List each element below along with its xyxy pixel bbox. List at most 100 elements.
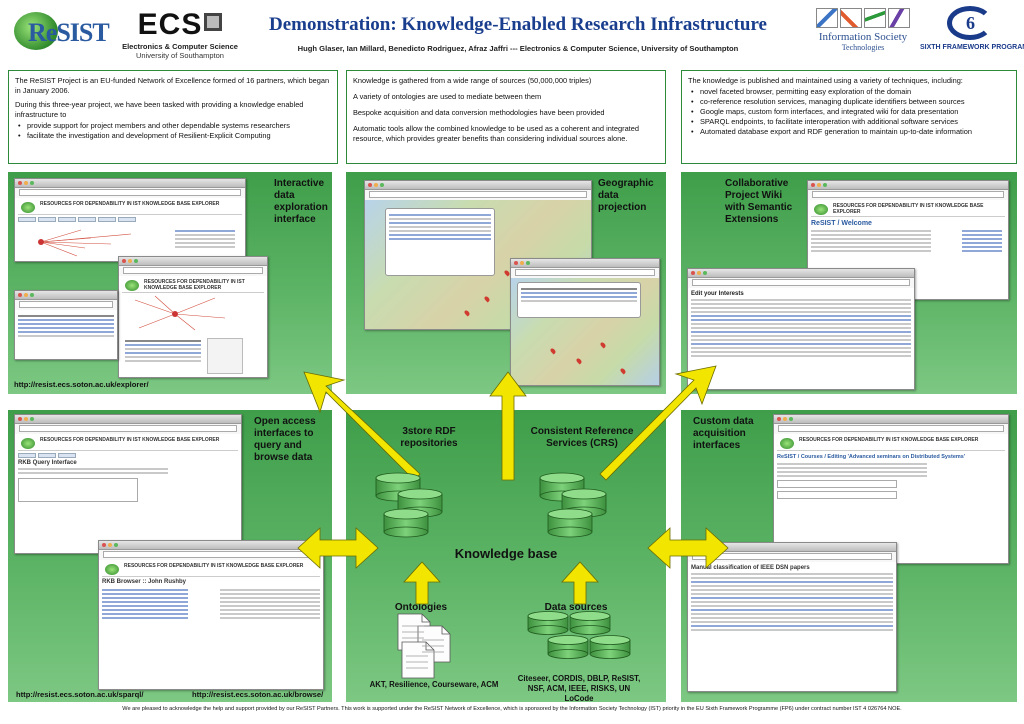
panel-query: RESOURCES FOR DEPENDABILITY IN IST KNOWL…	[8, 410, 332, 702]
intro-publishing-list: novel faceted browser, permitting easy e…	[688, 87, 1010, 137]
wiki-page-title: ReSIST / Welcome	[811, 220, 872, 227]
intro-knowledge-p2: A variety of ontologies are used to medi…	[353, 92, 542, 101]
courses-window[interactable]: RESOURCES FOR DEPENDABILITY IN IST KNOWL…	[773, 414, 1009, 564]
document-icon	[401, 641, 435, 679]
sparql-query-input[interactable]	[18, 478, 138, 502]
intro-knowledge-p4: Automatic tools allow the combined knowl…	[353, 124, 639, 143]
database-icon	[547, 635, 589, 659]
list-item: novel faceted browser, permitting easy e…	[688, 87, 1010, 97]
query-label: Open access interfaces to query and brow…	[254, 416, 316, 463]
explorer-side-box	[207, 338, 243, 374]
rkb-browser-title: RKB Browser :: John Rushby	[102, 579, 187, 585]
database-icon	[547, 508, 593, 538]
intro-box-publishing: The knowledge is published and maintaine…	[681, 70, 1017, 164]
intro-publishing-p1: The knowledge is published and maintaine…	[688, 76, 963, 85]
explorer-url-link[interactable]: http://resist.ecs.soton.ac.uk/explorer/	[14, 380, 149, 389]
list-item: Google maps, custom form interfaces, and…	[688, 107, 1010, 117]
kb-banner: RESOURCES FOR DEPENDABILITY IN IST KNOWL…	[18, 201, 242, 215]
map-label: Geographic data projection	[598, 178, 654, 213]
fp6-logo-text: SIXTH FRAMEWORK PROGRAMME	[920, 44, 1024, 51]
panel-explorer: RESOURCES FOR DEPENDABILITY IN IST KNOWL…	[8, 172, 332, 394]
arrow-from-acquisition	[647, 527, 729, 569]
kb-label: Knowledge base	[454, 546, 558, 561]
arrow-to-map	[489, 371, 527, 481]
arrow-from-ontologies	[403, 561, 441, 605]
edit-interests-window[interactable]: Edit your Interests	[687, 268, 915, 390]
arrow-to-explorer	[303, 371, 421, 481]
kb-banner: RESOURCES FOR DEPENDABILITY IN IST KNOWL…	[18, 437, 238, 451]
poster-header: ReSIST ECS Electronics & Computer Scienc…	[0, 0, 1024, 66]
repository-cylinders	[375, 472, 631, 659]
rkb-browser-window[interactable]: RESOURCES FOR DEPENDABILITY IN IST KNOWL…	[98, 540, 324, 690]
ontologies-sources: AKT, Resilience, Courseware, ACM	[369, 680, 499, 689]
explorer-graph-front	[134, 295, 226, 331]
sparql-url-link[interactable]: http://resist.ecs.soton.ac.uk/sparql/	[16, 690, 144, 699]
fp6-logo: 6 SIXTH FRAMEWORK PROGRAMME	[920, 6, 1024, 62]
kb-banner: RESOURCES FOR DEPENDABILITY IN IST KNOWL…	[777, 437, 1005, 451]
database-icon	[383, 508, 429, 538]
database-icon	[569, 611, 611, 635]
kb-banner: RESOURCES FOR DEPENDABILITY IN IST KNOWL…	[811, 203, 1005, 217]
course-name-input[interactable]	[777, 480, 897, 488]
course-taught-input[interactable]	[777, 491, 897, 499]
map-info-bubble	[385, 208, 495, 276]
explorer-label: Interactive data exploration interface	[274, 178, 328, 225]
courses-title: ReSIST / Courses / Editing 'Advanced sem…	[777, 454, 966, 460]
panel-acquisition: Custom data acquisition interfaces RESOU…	[681, 410, 1017, 702]
explorer-window-front[interactable]: RESOURCES FOR DEPENDABILITY IN IST KNOWL…	[118, 256, 268, 378]
intro-knowledge-p3: Bespoke acquisition and data conversion …	[353, 108, 605, 117]
ieee-classification-window[interactable]: Manual classification of IEEE DSN papers	[687, 542, 897, 692]
database-icon	[589, 635, 631, 659]
kb-banner: RESOURCES FOR DEPENDABILITY IN IST KNOWL…	[102, 563, 320, 577]
arrow-to-wiki	[599, 365, 717, 481]
intro-box-knowledge: Knowledge is gathered from a wide range …	[346, 70, 666, 164]
ist-logo: Information Society Technologies	[808, 8, 918, 62]
poster-title: Demonstration: Knowledge-Enabled Researc…	[268, 14, 767, 35]
acknowledgement-footer: We are pleased to acknowledge the help a…	[122, 706, 902, 712]
poster-authors: Hugh Glaser, Ian Millard, Benedicto Rodr…	[297, 44, 739, 53]
list-item: co-reference resolution services, managi…	[688, 97, 1010, 107]
rkb-query-title: RKB Query Interface	[18, 460, 77, 466]
arrow-from-datasources	[561, 561, 599, 605]
ieee-title: Manual classification of IEEE DSN papers	[691, 565, 810, 571]
ecs-logo-line1: Electronics & Computer Science	[122, 42, 238, 51]
explorer-window-back[interactable]: RESOURCES FOR DEPENDABILITY IN IST KNOWL…	[14, 178, 246, 262]
title-block: Demonstration: Knowledge-Enabled Researc…	[248, 14, 788, 53]
resist-logo-text: ReSIST	[28, 18, 110, 47]
list-item: SPARQL endpoints, to facilitate interope…	[688, 117, 1010, 127]
ecs-logo-text: ECS	[137, 8, 203, 41]
browse-url-link[interactable]: http://resist.ecs.soton.ac.uk/browse/	[192, 690, 324, 699]
map-zoom-window[interactable]	[510, 258, 660, 386]
sparql-window[interactable]: RESOURCES FOR DEPENDABILITY IN IST KNOWL…	[14, 414, 242, 554]
ist-logo-line1: Information Society	[818, 31, 908, 43]
ecs-square-icon	[204, 13, 223, 31]
ontology-documents	[397, 613, 451, 679]
kb-banner: RESOURCES FOR DEPENDABILITY IN IST KNOWL…	[122, 279, 264, 293]
panel-map: Geographic data projection	[346, 172, 666, 394]
list-item: Automated database export and RDF genera…	[688, 127, 1010, 137]
acquisition-label: Custom data acquisition interfaces	[693, 416, 754, 451]
ecs-logo-line2: University of Southampton	[136, 51, 224, 60]
edit-interests-title: Edit your Interests	[691, 291, 744, 297]
intro-project-p1: The ReSIST Project is an EU-funded Netwo…	[15, 76, 330, 95]
map-info-bubble	[517, 282, 641, 318]
wiki-label: Collaborative Project Wiki with Semantic…	[725, 178, 793, 225]
fp6-ring-icon: 6	[947, 6, 993, 40]
panel-wiki: Collaborative Project Wiki with Semantic…	[681, 172, 1017, 394]
arrow-to-query	[297, 527, 379, 569]
ontologies-label: Ontologies	[394, 602, 448, 613]
explorer-people-window[interactable]	[14, 290, 118, 360]
explorer-graph	[38, 229, 132, 257]
resist-swirl-icon	[14, 12, 58, 50]
list-item: facilitate the investigation and develop…	[15, 131, 331, 141]
intro-project-p2: During this three-year project, we have …	[15, 100, 304, 119]
ecs-logo: ECS Electronics & Computer Science Unive…	[120, 8, 240, 61]
intro-project-list: provide support for project members and …	[15, 121, 331, 141]
intro-box-project: The ReSIST Project is an EU-funded Netwo…	[8, 70, 338, 164]
database-icon	[527, 611, 569, 635]
crs-label: Consistent Reference Services (CRS)	[530, 426, 634, 449]
ist-logo-line2: Technologies	[841, 43, 885, 52]
store-label: 3store RDF repositories	[400, 426, 458, 449]
list-item: provide support for project members and …	[15, 121, 331, 131]
